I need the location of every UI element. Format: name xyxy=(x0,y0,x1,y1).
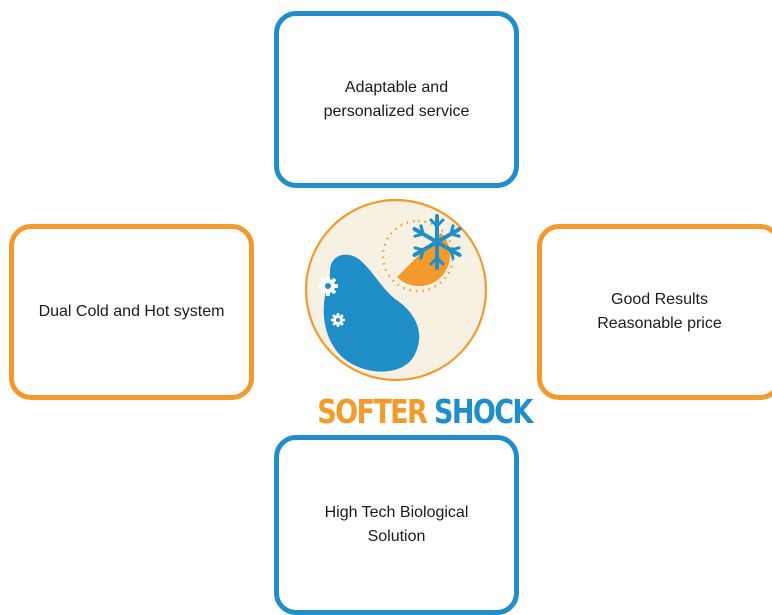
blue-blob-shape xyxy=(323,254,420,372)
logo-emblem xyxy=(304,198,488,382)
feature-text-line: Dual Cold and Hot system xyxy=(38,303,225,320)
brand-word-shock: SHOCK xyxy=(433,392,533,431)
feature-box-results-price: Good Results Reasonable price xyxy=(537,224,772,400)
feature-box-dual-system: Dual Cold and Hot system xyxy=(9,224,254,400)
feature-box-adaptable-service: Adaptable and personalized service xyxy=(274,11,519,188)
feature-text-line: Reasonable price xyxy=(597,315,722,332)
snowflake-icon xyxy=(412,214,462,270)
feature-text-line: Adaptable and xyxy=(344,78,449,96)
brand-wordmark: SOFTER SHOCK xyxy=(317,392,533,432)
feature-text-line: Good Results xyxy=(611,291,708,308)
feature-text-line: High Tech Biological xyxy=(324,504,469,521)
gear-icon xyxy=(318,276,345,327)
feature-text-line: personalized service xyxy=(323,102,470,120)
feature-text-line: Solution xyxy=(367,528,426,545)
feature-box-biotech-solution: High Tech Biological Solution xyxy=(274,435,519,615)
brand-word-softer: SOFTER xyxy=(317,392,428,431)
